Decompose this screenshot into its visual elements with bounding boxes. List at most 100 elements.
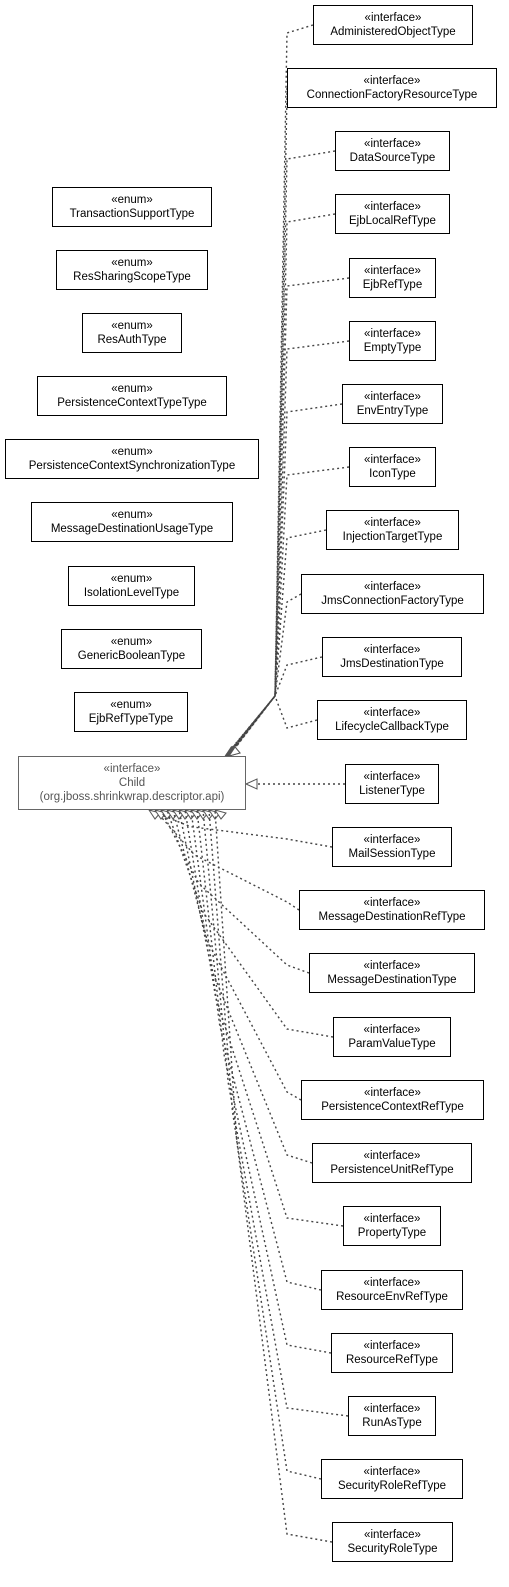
interface-box-property-type[interactable]: «interface» PropertyType	[343, 1206, 441, 1246]
enum-name: IsolationLevelType	[83, 587, 180, 599]
interface-box-lifecycle-callback-type[interactable]: «interface» LifecycleCallbackType	[317, 700, 467, 740]
realization-arrowhead	[195, 809, 209, 820]
interface-name: SecurityRoleRefType	[337, 1480, 447, 1492]
interface-stereotype: «interface»	[363, 771, 421, 783]
enum-box-transaction-support-type[interactable]: «enum» TransactionSupportType	[52, 187, 212, 227]
interface-name: MessageDestinationType	[327, 974, 457, 986]
interface-stereotype: «interface»	[363, 75, 421, 87]
enum-name: TransactionSupportType	[69, 208, 195, 220]
realization-arrowhead	[207, 809, 221, 820]
interface-box-env-entry-type[interactable]: «interface» EnvEntryType	[342, 384, 443, 424]
interface-box-persistence-unit-ref-type[interactable]: «interface» PersistenceUnitRefType	[312, 1143, 472, 1183]
realization-arrowhead	[213, 809, 227, 820]
interface-name: PersistenceUnitRefType	[330, 1164, 454, 1176]
realization-arrowhead	[225, 746, 239, 757]
child-interface-box[interactable]: «interface» Child (org.jboss.shrinkwrap.…	[18, 756, 246, 810]
interface-name: PropertyType	[357, 1227, 427, 1239]
realization-connector	[148, 809, 333, 848]
interface-stereotype: «interface»	[363, 1024, 421, 1036]
interface-box-connection-factory-resource-type[interactable]: «interface» ConnectionFactoryResourceTyp…	[287, 68, 497, 108]
realization-arrowhead	[227, 746, 241, 757]
interface-box-security-role-type[interactable]: «interface» SecurityRoleType	[332, 1522, 453, 1562]
interface-stereotype: «interface»	[364, 12, 422, 24]
interface-box-jms-destination-type[interactable]: «interface» JmsDestinationType	[322, 637, 462, 677]
realization-arrowhead	[171, 809, 185, 820]
interface-box-param-value-type[interactable]: «interface» ParamValueType	[333, 1017, 451, 1057]
interface-stereotype: «interface»	[364, 328, 421, 340]
interface-name: ConnectionFactoryResourceType	[306, 89, 478, 101]
enum-box-res-sharing-scope-type[interactable]: «enum» ResSharingScopeType	[56, 250, 208, 290]
interface-box-resource-env-ref-type[interactable]: «interface» ResourceEnvRefType	[321, 1270, 463, 1310]
interface-name: InjectionTargetType	[342, 531, 443, 543]
child-name: Child	[118, 777, 146, 789]
interface-name: EjbLocalRefType	[349, 215, 436, 227]
interface-box-data-source-type[interactable]: «interface» DataSourceType	[335, 131, 450, 171]
interface-stereotype: «interface»	[363, 1213, 421, 1225]
interface-name: DataSourceType	[349, 152, 436, 164]
enum-box-ejb-ref-type-type[interactable]: «enum» EjbRefTypeType	[74, 692, 188, 732]
interface-stereotype: «interface»	[363, 834, 421, 846]
interface-stereotype: «interface»	[364, 391, 421, 403]
interface-name: LifecycleCallbackType	[335, 721, 449, 733]
interface-box-injection-target-type[interactable]: «interface» InjectionTargetType	[326, 510, 459, 550]
interface-name: JmsDestinationType	[340, 658, 444, 670]
enum-stereotype: «enum»	[110, 636, 153, 648]
interface-box-ejb-ref-type[interactable]: «interface» EjbRefType	[349, 258, 436, 298]
enum-stereotype: «enum»	[110, 699, 152, 711]
realization-connector	[225, 88, 288, 757]
interface-box-run-as-type[interactable]: «interface» RunAsType	[348, 1396, 436, 1436]
enum-stereotype: «enum»	[111, 257, 153, 269]
interface-stereotype: «interface»	[363, 1466, 421, 1478]
enum-box-isolation-level-type[interactable]: «enum» IsolationLevelType	[68, 566, 195, 606]
interface-box-security-role-ref-type[interactable]: «interface» SecurityRoleRefType	[321, 1459, 463, 1499]
enum-stereotype: «enum»	[111, 194, 153, 206]
enum-box-message-destination-usage-type[interactable]: «enum» MessageDestinationUsageType	[31, 502, 233, 542]
interface-box-empty-type[interactable]: «interface» EmptyType	[349, 321, 436, 361]
realization-arrowhead	[224, 746, 238, 757]
interface-box-mail-session-type[interactable]: «interface» MailSessionType	[332, 827, 452, 867]
enum-name: PersistenceContextSynchronizationType	[28, 460, 236, 472]
realization-connector	[228, 656, 323, 757]
enum-name: ResSharingScopeType	[73, 271, 191, 283]
interface-box-resource-ref-type[interactable]: «interface» ResourceRefType	[331, 1333, 453, 1373]
interface-stereotype: «interface»	[364, 517, 421, 529]
interface-stereotype: «interface»	[363, 1277, 421, 1289]
enum-name: PersistenceContextTypeType	[57, 397, 207, 409]
realization-connector	[224, 24, 314, 757]
interface-box-persistence-context-ref-type[interactable]: «interface» PersistenceContextRefType	[301, 1080, 484, 1120]
enum-box-generic-boolean-type[interactable]: «enum» GenericBooleanType	[61, 629, 202, 669]
child-package: (org.jboss.shrinkwrap.descriptor.api)	[39, 791, 225, 803]
interface-name: MailSessionType	[348, 848, 436, 860]
interface-box-message-destination-type[interactable]: «interface» MessageDestinationType	[309, 953, 475, 993]
interface-box-administered-object-type[interactable]: «interface» AdministeredObjectType	[313, 5, 473, 45]
interface-box-icon-type[interactable]: «interface» IconType	[349, 447, 436, 487]
child-stereotype: «interface»	[103, 763, 161, 775]
interface-box-jms-connection-factory-type[interactable]: «interface» JmsConnectionFactoryType	[301, 574, 484, 614]
realization-arrowhead	[153, 809, 167, 820]
interface-stereotype: «interface»	[363, 1150, 421, 1162]
enum-box-res-auth-type[interactable]: «enum» ResAuthType	[82, 313, 182, 353]
interface-name: PersistenceContextRefType	[321, 1101, 464, 1113]
enum-box-persistence-context-synchronization-type[interactable]: «enum» PersistenceContextSynchronization…	[5, 439, 259, 479]
interface-stereotype: «interface»	[363, 644, 421, 656]
realization-arrowhead	[225, 746, 239, 757]
realization-arrowhead	[227, 746, 241, 757]
enum-stereotype: «enum»	[111, 383, 153, 395]
realization-arrowhead	[226, 746, 240, 757]
interface-box-message-destination-ref-type[interactable]: «interface» MessageDestinationRefType	[299, 890, 485, 930]
interface-stereotype: «interface»	[363, 960, 421, 972]
interface-box-listener-type[interactable]: «interface» ListenerType	[345, 764, 439, 804]
interface-name: ListenerType	[359, 785, 425, 797]
interface-stereotype: «interface»	[364, 1529, 421, 1541]
enum-box-persistence-context-type-type[interactable]: «enum» PersistenceContextTypeType	[37, 376, 227, 416]
enum-stereotype: «enum»	[111, 446, 153, 458]
interface-stereotype: «interface»	[364, 201, 421, 213]
realization-connector	[172, 809, 302, 1101]
interface-stereotype: «interface»	[364, 138, 421, 150]
interface-stereotype: «interface»	[364, 265, 421, 277]
realization-arrowhead	[244, 778, 258, 790]
realization-arrowhead	[226, 746, 240, 757]
interface-name: MessageDestinationRefType	[318, 911, 466, 923]
interface-box-ejb-local-ref-type[interactable]: «interface» EjbLocalRefType	[335, 194, 450, 234]
